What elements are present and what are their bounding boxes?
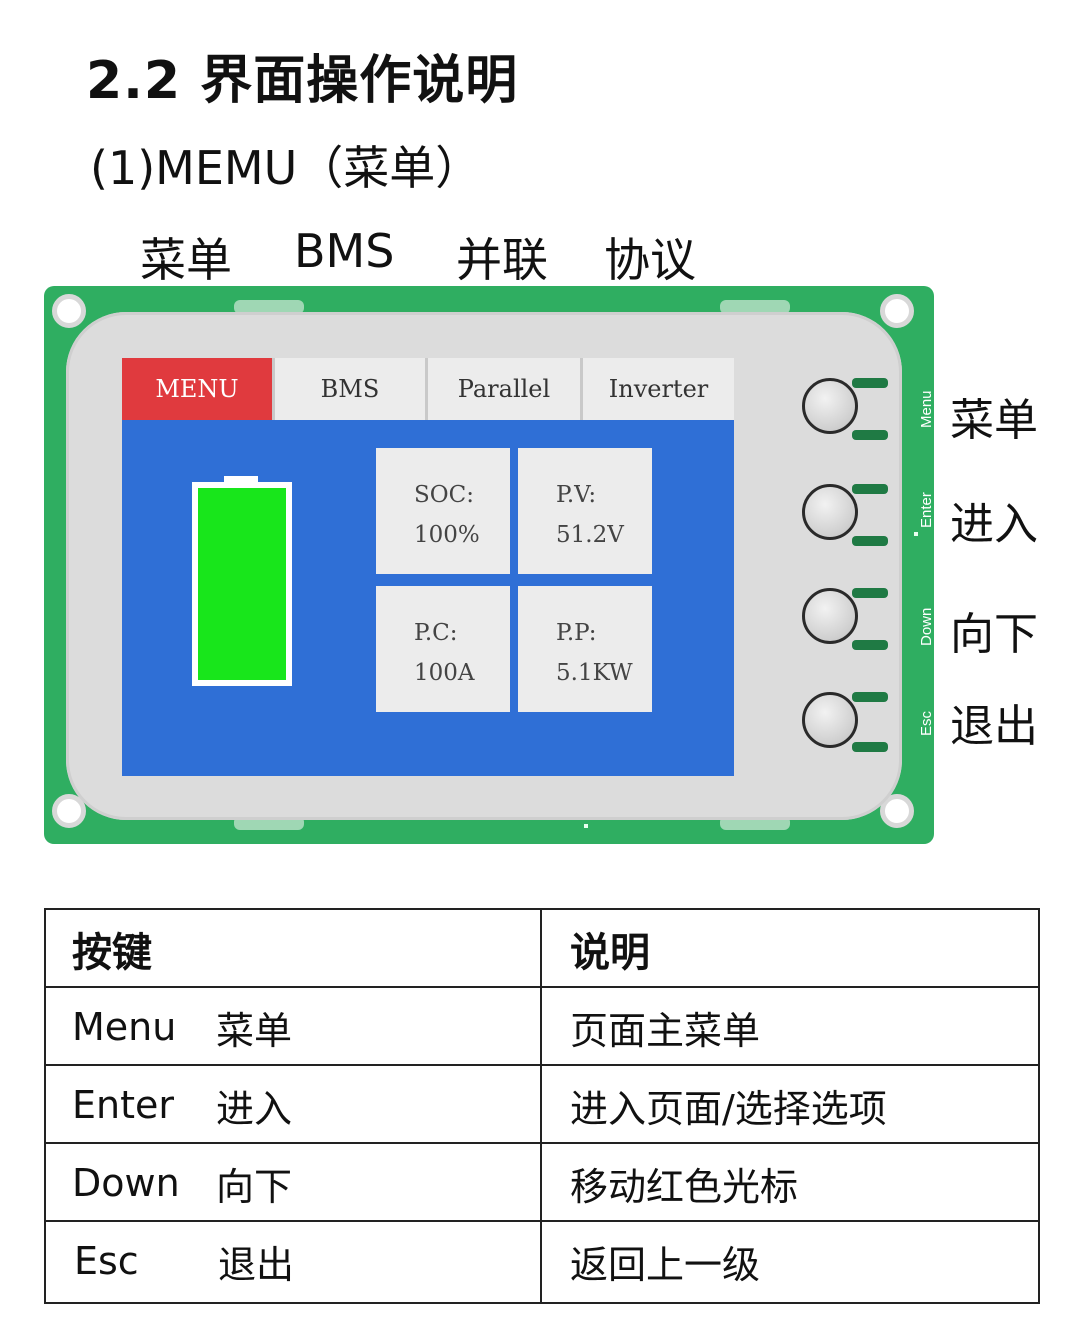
enter-silkscreen: Enter bbox=[918, 492, 935, 528]
soc-label: SOC: bbox=[414, 482, 474, 508]
menu-silkscreen: Menu bbox=[918, 390, 935, 428]
key-en: Menu bbox=[72, 1005, 177, 1049]
pack-current-card: P.C: 100A bbox=[376, 586, 510, 712]
pack-power-value: 5.1KW bbox=[556, 660, 633, 686]
battery-cap bbox=[224, 476, 258, 484]
button-rail bbox=[852, 588, 888, 598]
button-rail bbox=[852, 378, 888, 388]
pack-voltage-label: P.V: bbox=[556, 482, 597, 508]
enter-button-label: 进入 bbox=[950, 499, 1038, 550]
pack-power-card: P.P: 5.1KW bbox=[518, 586, 652, 712]
menu-hardware-button[interactable] bbox=[802, 378, 858, 434]
enter-hardware-button[interactable] bbox=[802, 484, 858, 540]
key-cn: 向下 bbox=[216, 1164, 293, 1209]
mount-hole bbox=[52, 294, 86, 328]
button-rail bbox=[852, 484, 888, 494]
tab-separator bbox=[272, 358, 275, 420]
column-divider bbox=[540, 910, 542, 1302]
table-row: Enter 进入 进入页面/选择选项 bbox=[46, 1066, 1038, 1144]
esc-silkscreen: Esc bbox=[918, 710, 935, 736]
esc-button-label: 退出 bbox=[950, 701, 1038, 752]
mount-hole bbox=[880, 794, 914, 828]
button-rail bbox=[852, 536, 888, 546]
top-label-parallel: 并联 bbox=[456, 233, 548, 287]
screen-tab-bms: BMS bbox=[275, 358, 425, 420]
battery-level-fill bbox=[198, 488, 286, 680]
key-description: 移动红色光标 bbox=[570, 1164, 799, 1209]
tab-separator bbox=[580, 358, 583, 420]
esc-hardware-button[interactable] bbox=[802, 692, 858, 748]
mount-hole bbox=[880, 294, 914, 328]
top-label-menu: 菜单 bbox=[140, 233, 232, 287]
key-cn: 退出 bbox=[218, 1242, 295, 1287]
down-button-label: 向下 bbox=[950, 609, 1038, 660]
table-row: Esc 退出 返回上一级 bbox=[46, 1222, 1038, 1300]
pcb-tab bbox=[720, 300, 790, 314]
key-en: Esc bbox=[74, 1239, 139, 1283]
section-heading: 2.2 界面操作说明 bbox=[86, 51, 519, 111]
pack-voltage-value: 51.2V bbox=[556, 522, 624, 548]
key-en: Down bbox=[72, 1161, 180, 1205]
key-description-table: 按键 说明 Menu 菜单 页面主菜单 Enter 进入 进入页面/选择选项 D… bbox=[44, 908, 1040, 1304]
pack-current-label: P.C: bbox=[414, 620, 458, 646]
button-rail bbox=[852, 640, 888, 650]
key-description: 页面主菜单 bbox=[570, 1008, 761, 1053]
table-row: Menu 菜单 页面主菜单 bbox=[46, 988, 1038, 1066]
subsection-heading: (1)MEMU（菜单） bbox=[90, 141, 482, 195]
pcb-dot bbox=[584, 824, 588, 828]
button-rail bbox=[852, 742, 888, 752]
key-cn: 菜单 bbox=[216, 1008, 293, 1053]
down-silkscreen: Down bbox=[918, 607, 935, 646]
button-rail bbox=[852, 692, 888, 702]
soc-value: 100% bbox=[414, 522, 480, 548]
soc-card: SOC: 100% bbox=[376, 448, 510, 574]
menu-button-label: 菜单 bbox=[950, 395, 1038, 446]
table-header-row: 按键 说明 bbox=[46, 910, 1038, 988]
key-en: Enter bbox=[72, 1083, 174, 1127]
top-label-bms: BMS bbox=[294, 224, 395, 278]
tab-separator bbox=[425, 358, 428, 420]
pcb-tab bbox=[234, 300, 304, 314]
header-description: 说明 bbox=[570, 930, 650, 976]
screen-tab-inverter: Inverter bbox=[583, 358, 734, 420]
pack-voltage-card: P.V: 51.2V bbox=[518, 448, 652, 574]
top-label-protocol: 协议 bbox=[604, 233, 696, 287]
pack-power-label: P.P: bbox=[556, 620, 597, 646]
button-rail bbox=[852, 430, 888, 440]
pack-current-value: 100A bbox=[414, 660, 475, 686]
battery-icon bbox=[192, 482, 292, 686]
key-description: 返回上一级 bbox=[570, 1242, 761, 1287]
key-description: 进入页面/选择选项 bbox=[570, 1086, 887, 1131]
screen-tab-parallel: Parallel bbox=[428, 358, 580, 420]
mount-hole bbox=[52, 794, 86, 828]
pcb-dot bbox=[914, 532, 918, 536]
header-key: 按键 bbox=[72, 930, 152, 976]
screen-tab-menu: MENU bbox=[122, 358, 272, 420]
key-cn: 进入 bbox=[216, 1086, 293, 1131]
table-row: Down 向下 移动红色光标 bbox=[46, 1144, 1038, 1222]
down-hardware-button[interactable] bbox=[802, 588, 858, 644]
